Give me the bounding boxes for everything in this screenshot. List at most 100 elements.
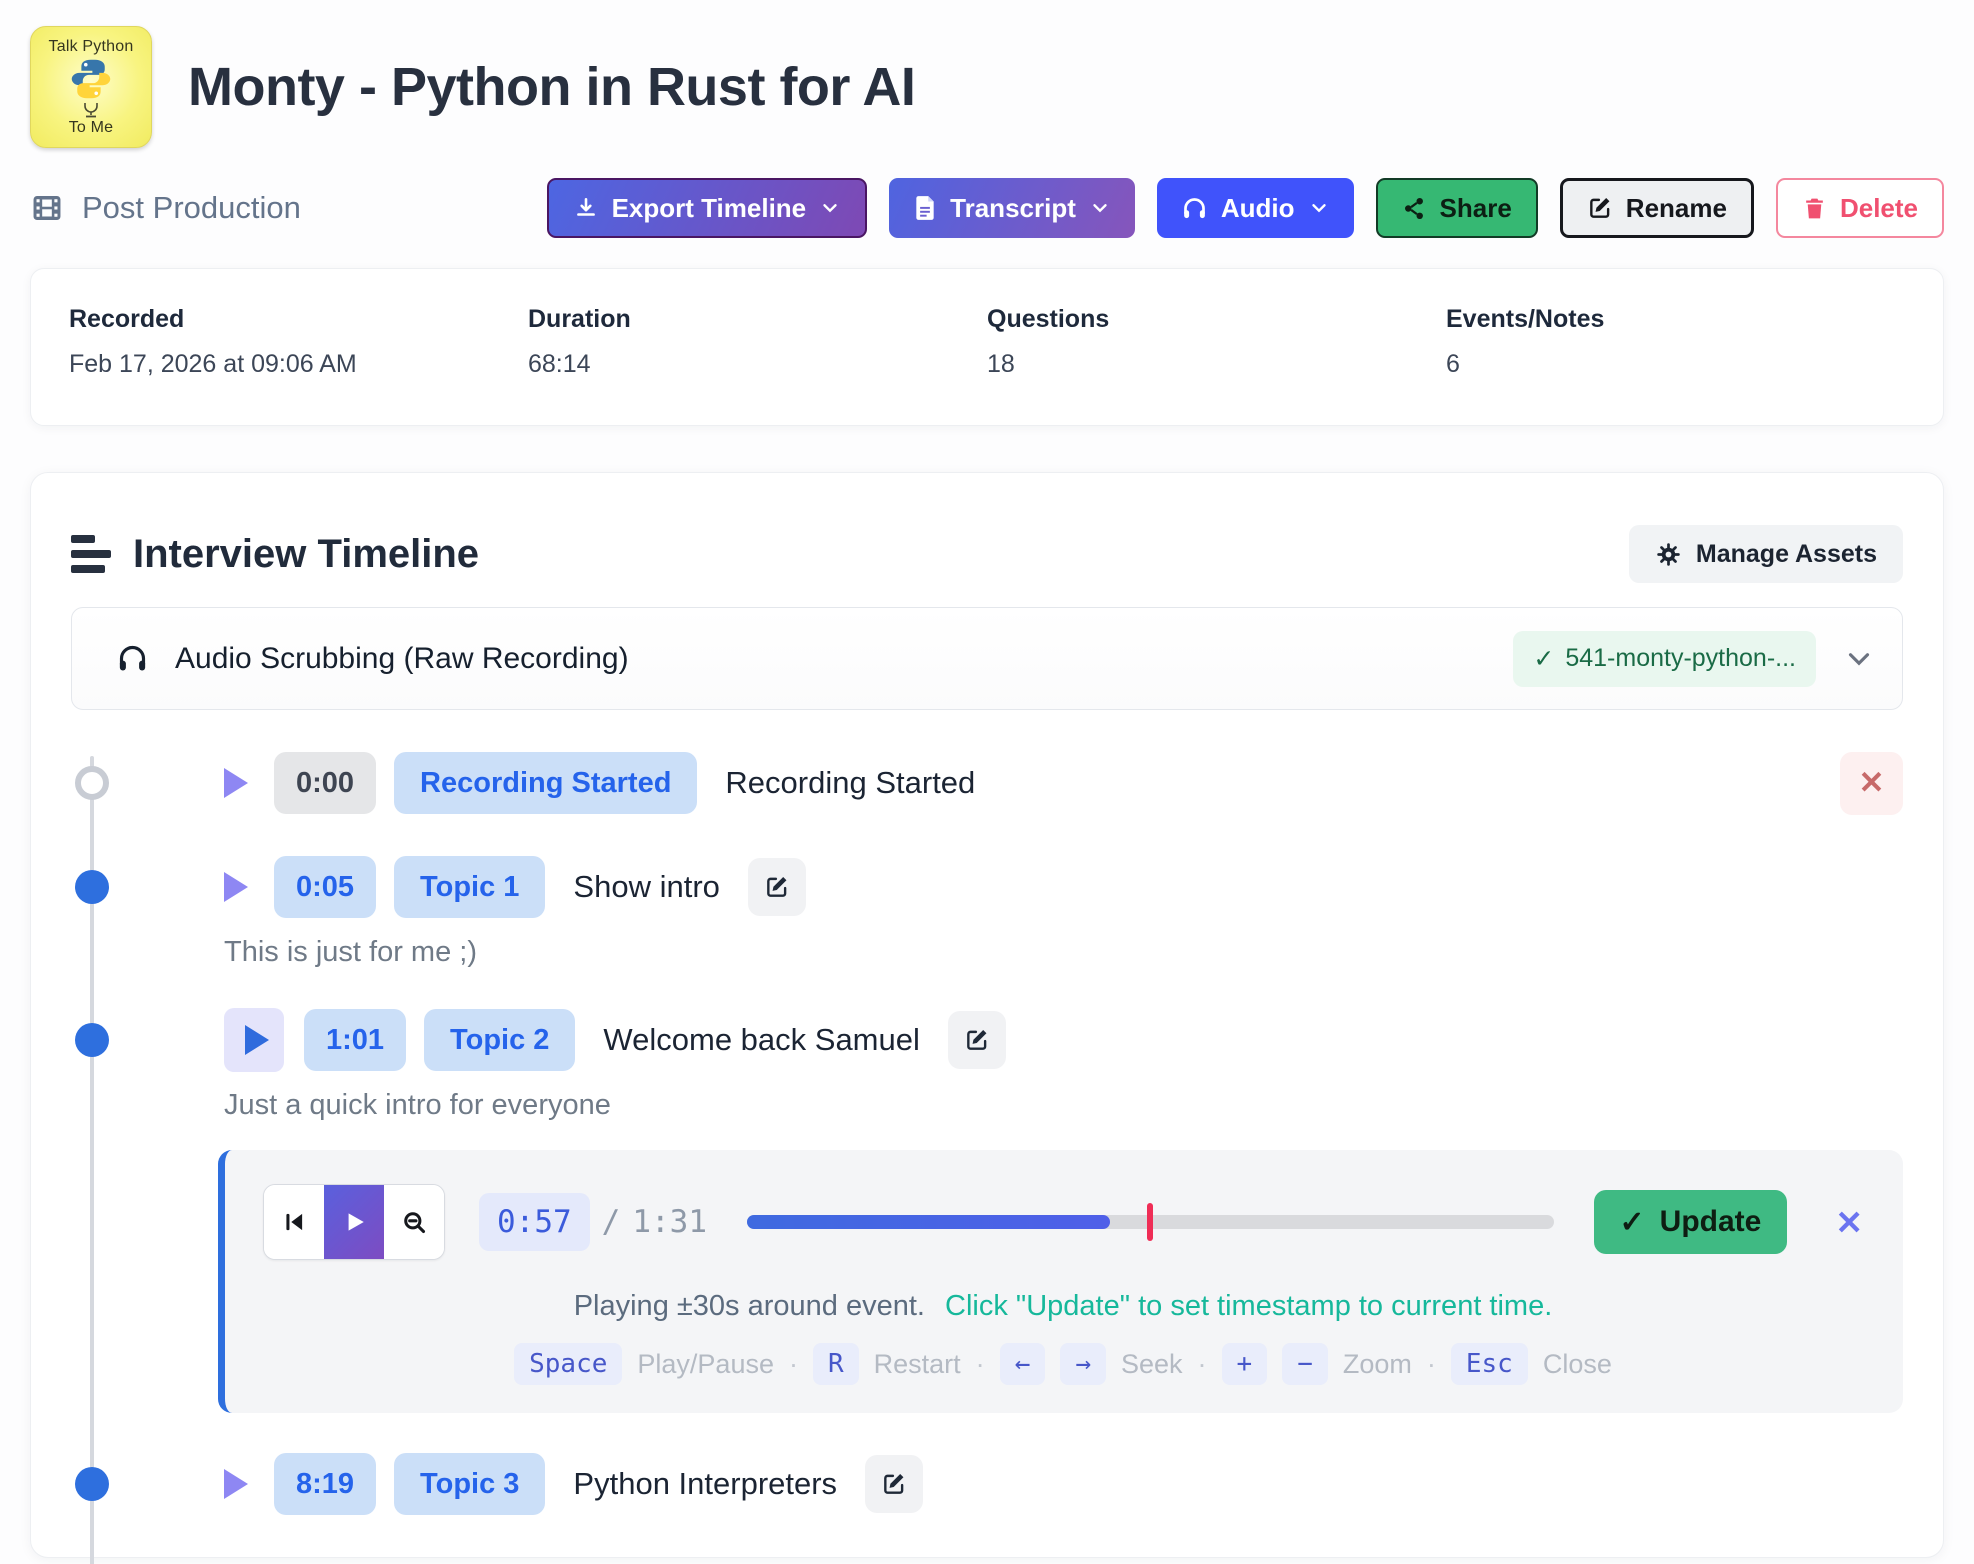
subtitle-label: Post Production	[82, 190, 301, 225]
chevron-down-icon	[1089, 197, 1111, 219]
events-timeline: 0:00 Recording Started Recording Started…	[71, 750, 1903, 1564]
kbd-r: R	[812, 1343, 859, 1385]
event-label: Python Interpreters	[573, 1466, 838, 1501]
transcript-button[interactable]: Transcript	[889, 178, 1135, 238]
progress-marker[interactable]	[1147, 1203, 1154, 1241]
player-hint: Playing ±30s around event. Click "Update…	[263, 1290, 1863, 1323]
update-label: Update	[1659, 1205, 1762, 1238]
close-icon: ✕	[1835, 1203, 1863, 1241]
kbd-plus: +	[1221, 1343, 1268, 1385]
rename-button[interactable]: Rename	[1559, 178, 1754, 238]
delete-event-button[interactable]: ✕	[1840, 751, 1903, 815]
play-icon[interactable]	[224, 872, 248, 902]
manage-assets-label: Manage Assets	[1695, 539, 1877, 568]
edit-event-button[interactable]	[865, 1455, 924, 1513]
close-player-button[interactable]: ✕	[1835, 1203, 1863, 1242]
shortcut-label: Close	[1542, 1348, 1612, 1379]
event-time-chip[interactable]: 8:19	[274, 1453, 377, 1515]
progress-track[interactable]	[746, 1203, 1554, 1241]
zoom-out-button[interactable]	[384, 1185, 444, 1259]
timeline-node	[75, 1023, 109, 1057]
export-timeline-label: Export Timeline	[611, 192, 807, 223]
total-time: 1:31	[632, 1204, 707, 1240]
trash-icon	[1802, 196, 1827, 221]
headphones-icon	[1181, 195, 1208, 222]
event-time-chip[interactable]: 0:00	[274, 752, 377, 814]
stat-duration: Duration 68:14	[528, 305, 987, 379]
interview-timeline-card: Interview Timeline Manage Assets	[30, 472, 1944, 1564]
stat-value: 18	[987, 350, 1015, 378]
stat-events-notes: Events/Notes 6	[1446, 305, 1905, 379]
stat-questions: Questions 18	[987, 305, 1446, 379]
event-row-recording-started: 0:00 Recording Started Recording Started…	[71, 750, 1903, 816]
event-badge: Topic 1	[394, 856, 546, 918]
stats-card: Recorded Feb 17, 2026 at 09:06 AM Durati…	[30, 268, 1944, 426]
audio-player-panel: 0:57 / 1:31 ✓ Update ✕ Playing ±30s arou…	[218, 1150, 1903, 1413]
time-separator: /	[601, 1204, 621, 1240]
event-row-topic-3: 8:19 Topic 3 Python Interpreters	[71, 1451, 1903, 1517]
stat-value: 6	[1446, 350, 1460, 378]
play-button-active[interactable]	[224, 1008, 284, 1072]
edit-icon	[1587, 195, 1613, 221]
rename-label: Rename	[1625, 192, 1727, 223]
share-button[interactable]: Share	[1375, 178, 1538, 238]
audio-scrubbing-label: Audio Scrubbing (Raw Recording)	[175, 641, 629, 675]
action-buttons: Export Timeline Transcript	[546, 178, 1944, 238]
delete-button[interactable]: Delete	[1775, 178, 1944, 238]
transcript-label: Transcript	[950, 192, 1076, 223]
check-icon: ✓	[1533, 644, 1555, 673]
audio-button[interactable]: Audio	[1156, 178, 1354, 238]
chevron-down-icon	[1308, 197, 1330, 219]
audio-scrubbing-right: ✓ 541-monty-python-...	[1513, 630, 1876, 687]
separator-dot: ·	[788, 1348, 798, 1379]
timeline-title-group: Interview Timeline	[71, 532, 479, 577]
event-label: Show intro	[573, 869, 720, 904]
event-note: Just a quick intro for everyone	[224, 1089, 611, 1121]
separator-dot: ·	[1197, 1348, 1207, 1379]
share-label: Share	[1439, 192, 1512, 223]
edit-event-button[interactable]	[947, 1011, 1006, 1069]
hint-update-link[interactable]: Click "Update" to set timestamp to curre…	[945, 1290, 1553, 1322]
event-label: Welcome back Samuel	[603, 1022, 920, 1057]
chevron-down-icon[interactable]	[1842, 642, 1876, 676]
edit-event-button[interactable]	[747, 858, 806, 916]
update-timestamp-button[interactable]: ✓ Update	[1593, 1190, 1788, 1254]
share-icon	[1402, 196, 1427, 221]
manage-assets-button[interactable]: Manage Assets	[1628, 525, 1903, 583]
event-row-topic-1: 0:05 Topic 1 Show intro	[71, 854, 1903, 920]
progress-fill	[746, 1215, 1110, 1229]
stat-value: 68:14	[528, 350, 591, 378]
close-icon: ✕	[1858, 765, 1885, 800]
kbd-esc: Esc	[1450, 1343, 1528, 1385]
timeline-title: Interview Timeline	[133, 531, 480, 576]
show-logo: Talk Python To Me	[30, 26, 152, 148]
player-time: 0:57 / 1:31	[479, 1193, 707, 1251]
audio-scrubbing-bar[interactable]: Audio Scrubbing (Raw Recording) ✓ 541-mo…	[71, 607, 1903, 710]
stat-label: Questions	[987, 305, 1110, 333]
stat-label: Events/Notes	[1446, 305, 1605, 333]
event-time-chip[interactable]: 1:01	[304, 1009, 407, 1071]
stat-recorded: Recorded Feb 17, 2026 at 09:06 AM	[69, 305, 528, 379]
audio-label: Audio	[1220, 192, 1295, 223]
stat-value: Feb 17, 2026 at 09:06 AM	[69, 350, 357, 378]
play-pause-button[interactable]	[324, 1185, 384, 1259]
timeline-node	[75, 870, 109, 904]
shortcut-label: Play/Pause	[637, 1348, 774, 1379]
keyboard-shortcuts: Space Play/Pause · R Restart · ← → Seek …	[263, 1343, 1863, 1385]
logo-text-bottom: To Me	[68, 118, 114, 136]
python-mic-logo-icon	[69, 57, 113, 101]
timeline-list-icon	[71, 535, 111, 573]
export-timeline-button[interactable]: Export Timeline	[546, 178, 868, 238]
film-icon	[30, 191, 64, 225]
check-icon: ✓	[1619, 1205, 1645, 1239]
separator-dot: ·	[975, 1348, 985, 1379]
asset-badge[interactable]: ✓ 541-monty-python-...	[1513, 630, 1816, 687]
timeline-vertical-line	[90, 756, 94, 1564]
event-time-chip[interactable]: 0:05	[274, 856, 377, 918]
play-icon[interactable]	[224, 768, 248, 798]
timeline-node	[75, 1467, 109, 1501]
skip-to-start-button[interactable]	[264, 1185, 324, 1259]
breadcrumb: Post Production	[30, 190, 301, 226]
play-icon[interactable]	[224, 1469, 248, 1499]
shortcut-label: Zoom	[1342, 1348, 1412, 1379]
